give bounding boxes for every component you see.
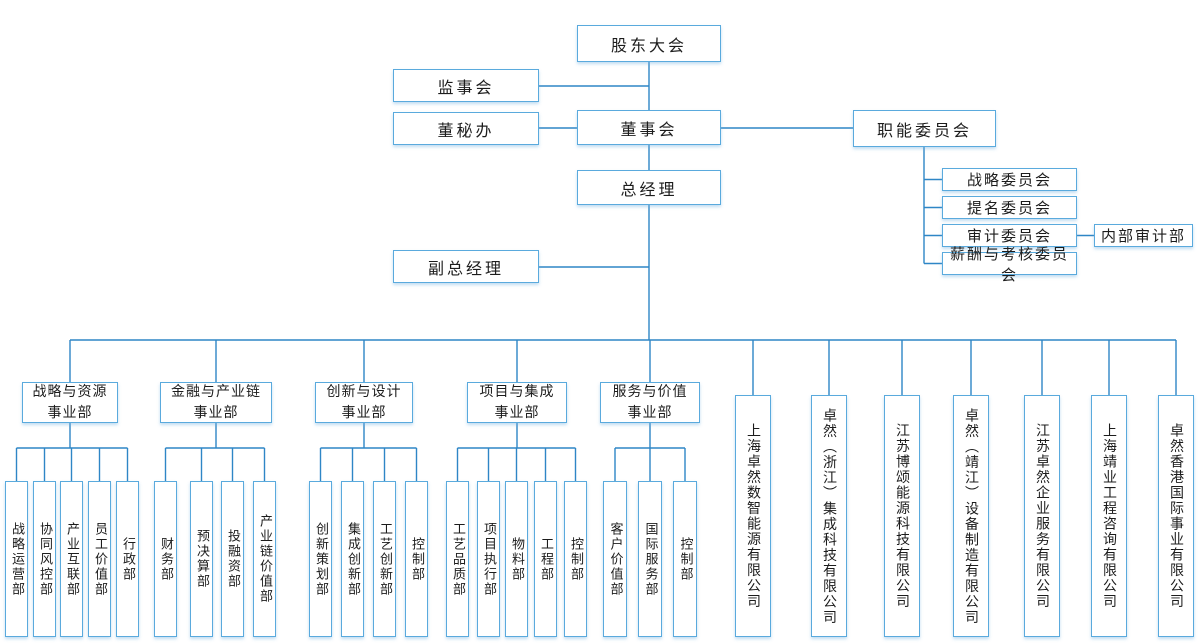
dept-node: 客户价值部 [603,481,627,637]
subsidiary-node: 卓然（浙江）集成科技有限公司 [811,395,847,637]
node-deputy-general-manager: 副总经理 [393,250,539,283]
dept-node: 预决算部 [190,481,213,637]
division-service-value: 服务与价值 事业部 [600,382,700,423]
dept-node: 物料部 [505,481,528,637]
dept-node: 创新策划部 [309,481,332,637]
dept-node: 工程部 [534,481,557,637]
subsidiary-node: 江苏卓然企业服务有限公司 [1024,395,1060,637]
division-innovation-design: 创新与设计 事业部 [315,382,413,423]
subsidiary-node: 卓然（靖江）设备制造有限公司 [953,395,989,637]
dept-node: 工艺品质部 [446,481,469,637]
dept-node: 控制部 [564,481,587,637]
node-shareholders-meeting: 股东大会 [577,25,721,62]
node-compensation-assessment-committee: 薪酬与考核委员会 [942,245,1077,284]
node-supervisory-board: 监事会 [393,69,539,102]
dept-node: 投融资部 [221,481,244,637]
dept-node: 工艺创新部 [373,481,396,637]
dept-node: 国际服务部 [638,481,662,637]
division-strategy-resources: 战略与资源 事业部 [22,382,118,423]
division-project-integration: 项目与集成 事业部 [467,382,567,423]
node-internal-audit-dept: 内部审计部 [1094,224,1193,247]
dept-node: 集成创新部 [341,481,364,637]
subsidiary-node: 卓然香港国际事业有限公司 [1158,395,1194,637]
node-board-of-directors: 董事会 [577,110,721,145]
node-audit-committee: 审计委员会 [942,224,1077,247]
dept-node: 战略运营部 [5,481,28,637]
node-general-manager: 总经理 [577,170,721,205]
node-nomination-committee: 提名委员会 [942,196,1077,219]
dept-node: 项目执行部 [477,481,500,637]
division-finance-industry-chain: 金融与产业链 事业部 [160,382,272,423]
node-board-secretary-office: 董秘办 [393,112,539,145]
subsidiary-node: 上海靖业工程咨询有限公司 [1091,395,1127,637]
dept-node: 产业链价值部 [253,481,276,637]
dept-node: 控制部 [673,481,697,637]
dept-node: 产业互联部 [60,481,83,637]
subsidiary-node: 上海卓然数智能源有限公司 [735,395,771,637]
dept-node: 行政部 [116,481,139,637]
node-strategy-committee: 战略委员会 [942,168,1077,191]
subsidiary-node: 江苏博颂能源科技有限公司 [884,395,920,637]
dept-node: 财务部 [154,481,177,637]
dept-node: 员工价值部 [88,481,111,637]
dept-node: 协同风控部 [33,481,56,637]
node-functional-committees: 职能委员会 [853,110,996,147]
dept-node: 控制部 [405,481,428,637]
